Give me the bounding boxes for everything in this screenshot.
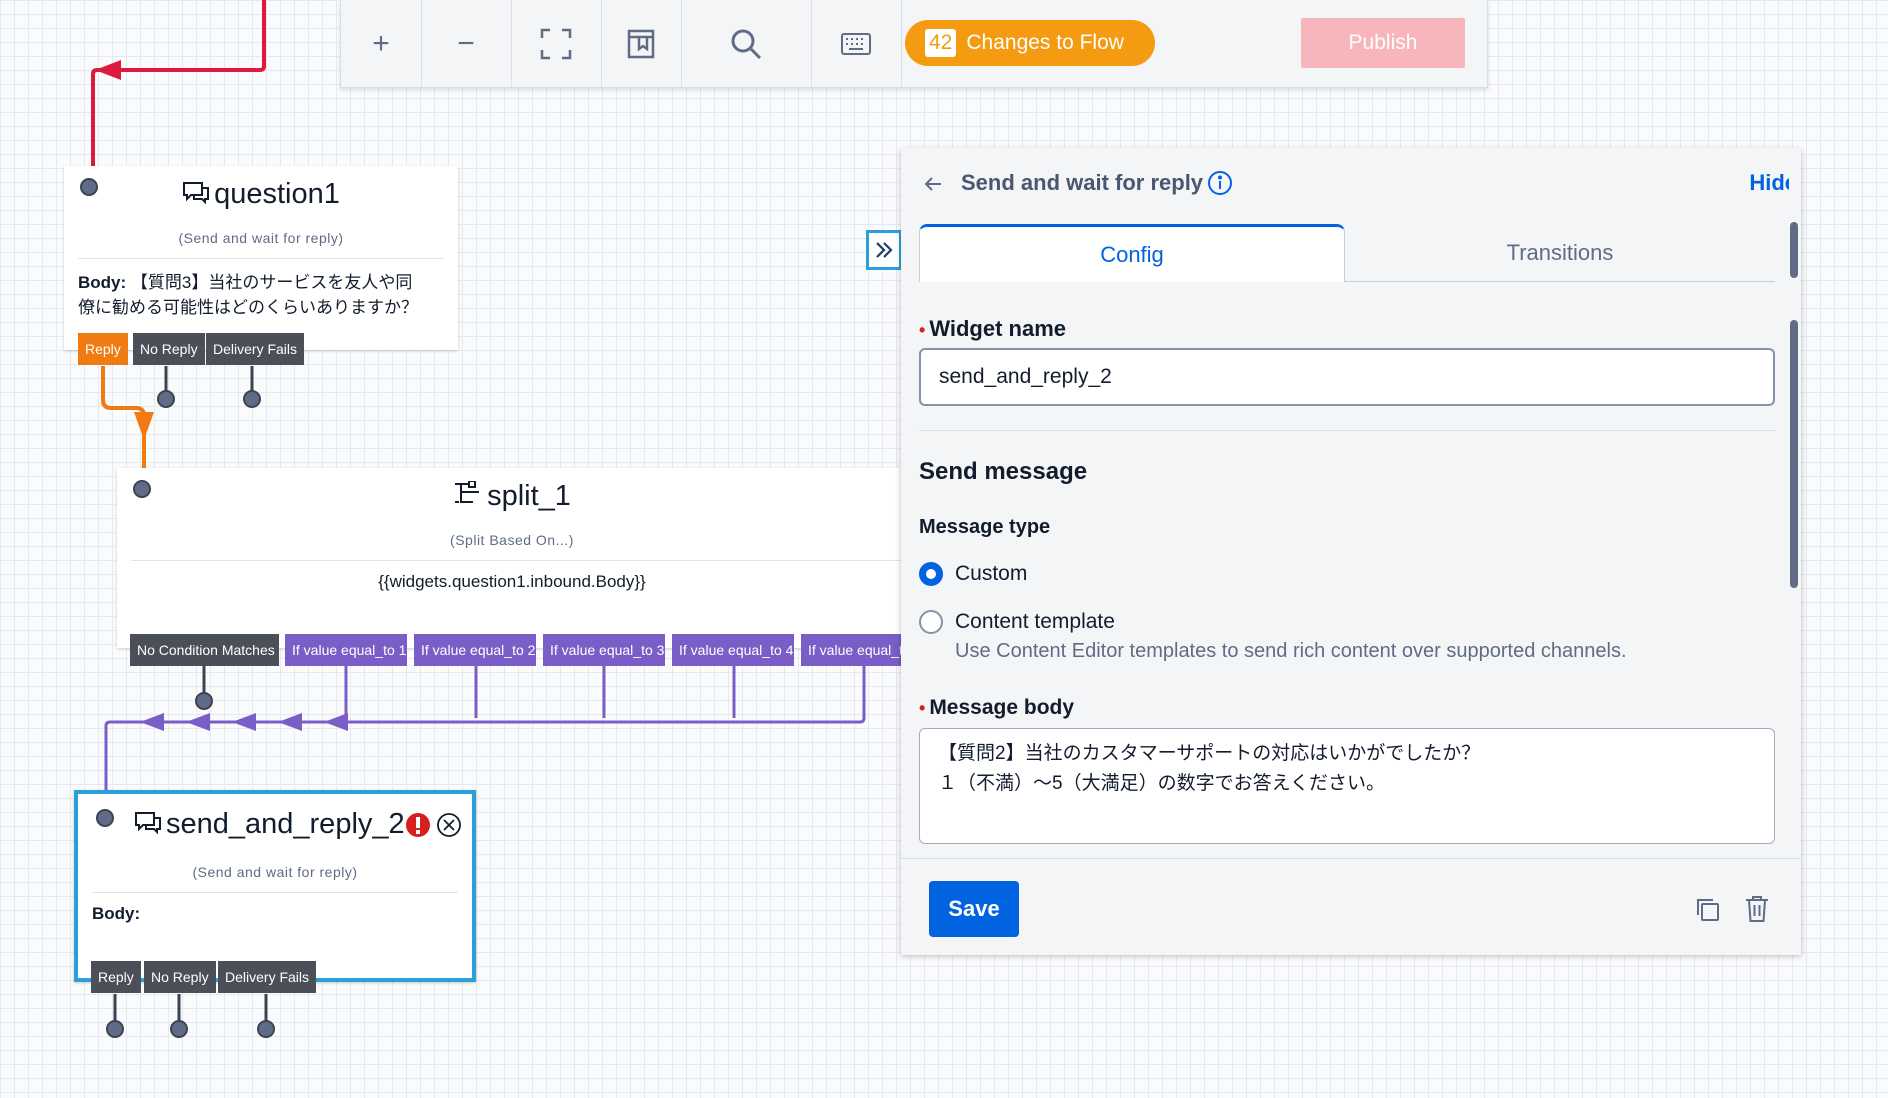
widget-input-port[interactable] (80, 178, 98, 196)
error-icon (406, 813, 430, 837)
chat-icon (183, 182, 210, 205)
body-text-line1: 【質問3】当社のサービスを友人や同 (130, 273, 413, 292)
transition-equal-to-3[interactable]: If value equal_to 3 (543, 634, 665, 666)
widget-name-label: •Widget name (919, 316, 1067, 341)
transition-equal-to-2[interactable]: If value equal_to 2 (414, 634, 536, 666)
transition-reply[interactable]: Reply (78, 333, 128, 365)
canvas-toolbar: + − 42 Changes to Flow Publish (340, 0, 1488, 88)
widget-config-panel: Send and wait for reply Hide Config Tran… (901, 148, 1801, 955)
transition-port[interactable] (243, 390, 261, 408)
chat-icon (135, 812, 161, 835)
zoom-out-button[interactable]: − (421, 0, 512, 87)
widget-type: (Send and wait for reply) (178, 230, 344, 246)
zoom-in-button[interactable]: + (341, 0, 422, 87)
bookmark-icon (627, 29, 655, 58)
widget-question1[interactable]: question1 (Send and wait for reply) Body… (64, 166, 458, 350)
transition-no-reply[interactable]: No Reply (133, 333, 205, 365)
send-message-heading: Send message (919, 458, 1088, 485)
widget-body: Body: (92, 904, 140, 924)
notes-button[interactable] (601, 0, 682, 87)
widget-title-row: split_1 (117, 480, 907, 513)
transition-equal-to-5[interactable]: If value equal_to 5 (801, 634, 907, 666)
transition-equal-to-1[interactable]: If value equal_to 1 (285, 634, 407, 666)
fit-screen-button[interactable] (511, 0, 602, 87)
trash-icon[interactable] (1745, 895, 1769, 923)
radio-content-template[interactable] (919, 610, 943, 634)
transition-delivery-fails[interactable]: Delivery Fails (206, 333, 305, 365)
widget-split-1[interactable]: split_1 (Split Based On...) {{widgets.qu… (117, 468, 907, 648)
widget-name-input[interactable]: send_and_reply_2 (919, 348, 1775, 406)
body-label: Body: (78, 273, 127, 292)
close-icon[interactable] (436, 812, 462, 838)
divider (92, 892, 458, 893)
widget-body: Body: 【質問3】当社のサービスを友人や同 僚に勧める可能性はどのくらいあり… (78, 270, 448, 320)
radio-custom[interactable] (919, 562, 943, 586)
widget-title-row: question1 (64, 178, 458, 211)
publish-button[interactable]: Publish (1301, 18, 1465, 68)
widget-input-port[interactable] (133, 480, 151, 498)
split-expression: {{widgets.question1.inbound.Body}} (378, 572, 646, 591)
widget-type: (Send and wait for reply) (192, 864, 358, 880)
back-arrow-icon[interactable] (923, 176, 943, 192)
required-marker: • (919, 320, 926, 340)
changes-count: 42 (925, 29, 957, 57)
message-type-label: Message type (919, 516, 1051, 538)
widget-type: (Split Based On...) (450, 532, 574, 548)
widget-name-value: send_and_reply_2 (939, 365, 1112, 388)
info-icon[interactable] (1207, 170, 1233, 196)
widget-title-row: send_and_reply_2 (134, 808, 405, 841)
changes-to-flow-button[interactable]: 42 Changes to Flow (905, 20, 1155, 66)
panel-scrollbar[interactable] (1790, 320, 1798, 588)
transition-port[interactable] (157, 390, 175, 408)
fullscreen-icon (540, 28, 572, 59)
radio-custom-label[interactable]: Custom (955, 562, 1028, 585)
transition-equal-to-4[interactable]: If value equal_to 4 (672, 634, 794, 666)
transition-port[interactable] (195, 692, 213, 710)
widget-input-port[interactable] (96, 809, 114, 827)
panel-title: Send and wait for reply (961, 170, 1204, 195)
search-button[interactable] (681, 0, 812, 87)
message-body-label: •Message body (919, 696, 1075, 719)
minus-icon: − (457, 26, 475, 60)
body-label: Body: (92, 904, 141, 923)
split-icon (455, 480, 480, 503)
transition-port[interactable] (106, 1020, 124, 1038)
widget-send-and-reply-2[interactable]: send_and_reply_2 (Send and wait for repl… (74, 790, 476, 982)
required-marker: • (919, 698, 926, 718)
search-icon (731, 29, 762, 59)
transition-delivery-fails[interactable]: Delivery Fails (218, 961, 317, 993)
transition-reply[interactable]: Reply (91, 961, 141, 993)
transition-port[interactable] (170, 1020, 188, 1038)
widget-title: split_1 (487, 480, 571, 512)
double-chevron-right-icon (876, 242, 893, 258)
content-template-description: Use Content Editor templates to send ric… (955, 640, 1627, 662)
tab-transitions[interactable]: Transitions (1345, 224, 1775, 282)
changes-label: Changes to Flow (966, 31, 1124, 54)
keyboard-icon (841, 32, 871, 55)
hide-panel-link[interactable]: Hide (1749, 170, 1789, 195)
message-body-text: 【質問2】当社のカスタマーサポートの対応はいかがでしたか？ １（不満）～5（大満… (938, 743, 1481, 794)
widget-title: question1 (214, 178, 340, 210)
divider (78, 258, 444, 259)
duplicate-icon[interactable] (1695, 897, 1721, 923)
divider (131, 560, 907, 561)
transition-no-condition-matches[interactable]: No Condition Matches (130, 634, 279, 666)
tab-scrollbar[interactable] (1790, 222, 1798, 278)
collapse-panel-button[interactable] (866, 230, 902, 270)
panel-footer: Save (901, 858, 1801, 955)
transition-port[interactable] (257, 1020, 275, 1038)
transition-no-reply[interactable]: No Reply (144, 961, 216, 993)
radio-content-template-label[interactable]: Content template (955, 610, 1115, 633)
save-button[interactable]: Save (929, 881, 1019, 937)
widget-title: send_and_reply_2 (166, 808, 405, 840)
divider (919, 430, 1775, 431)
plus-icon: + (372, 26, 390, 60)
keyboard-shortcuts-button[interactable] (811, 0, 902, 87)
tab-config[interactable]: Config (919, 224, 1345, 282)
body-text-line2: 僚に勧める可能性はどのくらいありますか？ (78, 298, 418, 317)
message-body-textarea[interactable]: 【質問2】当社のカスタマーサポートの対応はいかがでしたか？ １（不満）～5（大満… (919, 728, 1775, 844)
